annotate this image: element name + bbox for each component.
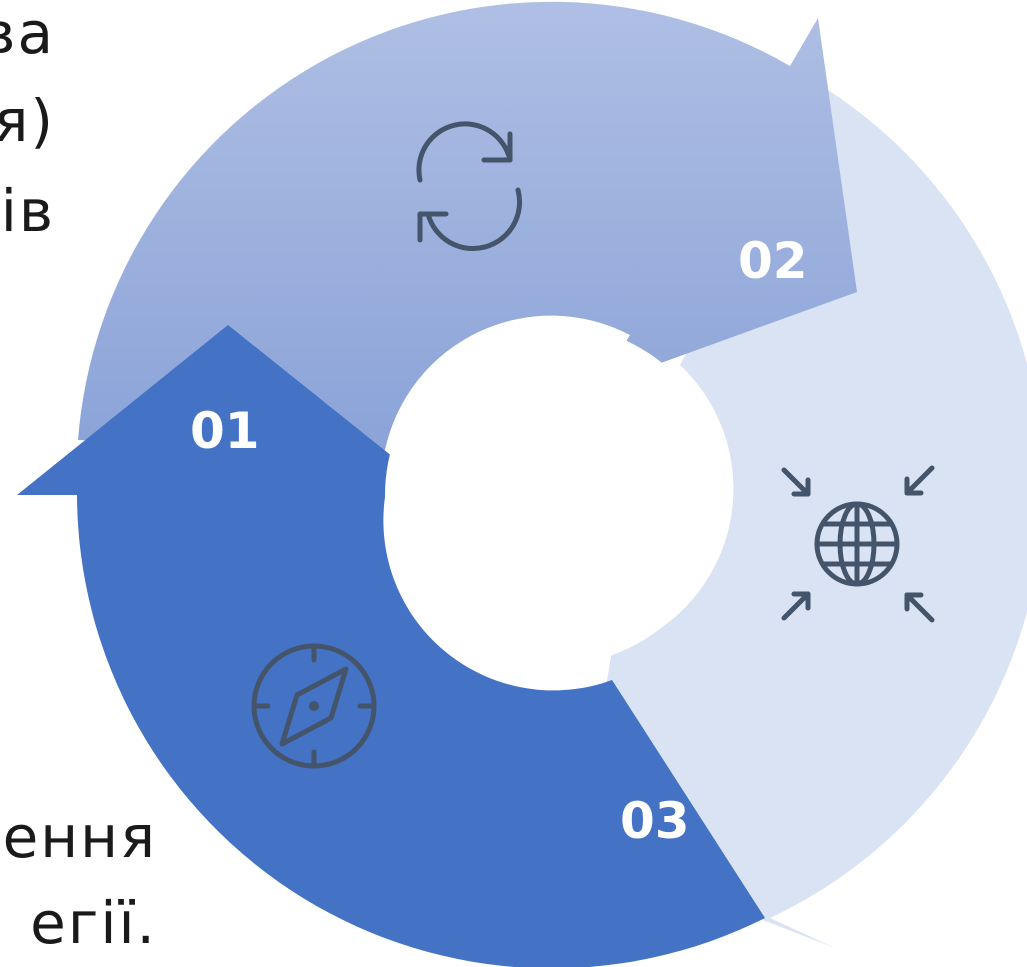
refresh-icon — [416, 121, 523, 252]
step-number-01: 01 — [190, 402, 260, 460]
cycle-segment-02 — [78, 1, 857, 451]
globe-arrows-icon — [781, 465, 935, 623]
cycle-center — [385, 325, 725, 665]
compass-icon — [251, 643, 377, 769]
side-text-line-2: я) — [0, 87, 55, 155]
side-text-line-1: ва — [0, 0, 55, 67]
cycle-segment-01 — [17, 325, 765, 967]
step-number-02: 02 — [738, 232, 808, 290]
side-text-line-5: егії. — [30, 889, 157, 957]
step-number-03: 03 — [620, 792, 690, 850]
side-text-line-4: ення — [2, 803, 157, 871]
side-text-line-3: ів — [0, 177, 55, 245]
cycle-segment-03 — [578, 90, 1027, 948]
